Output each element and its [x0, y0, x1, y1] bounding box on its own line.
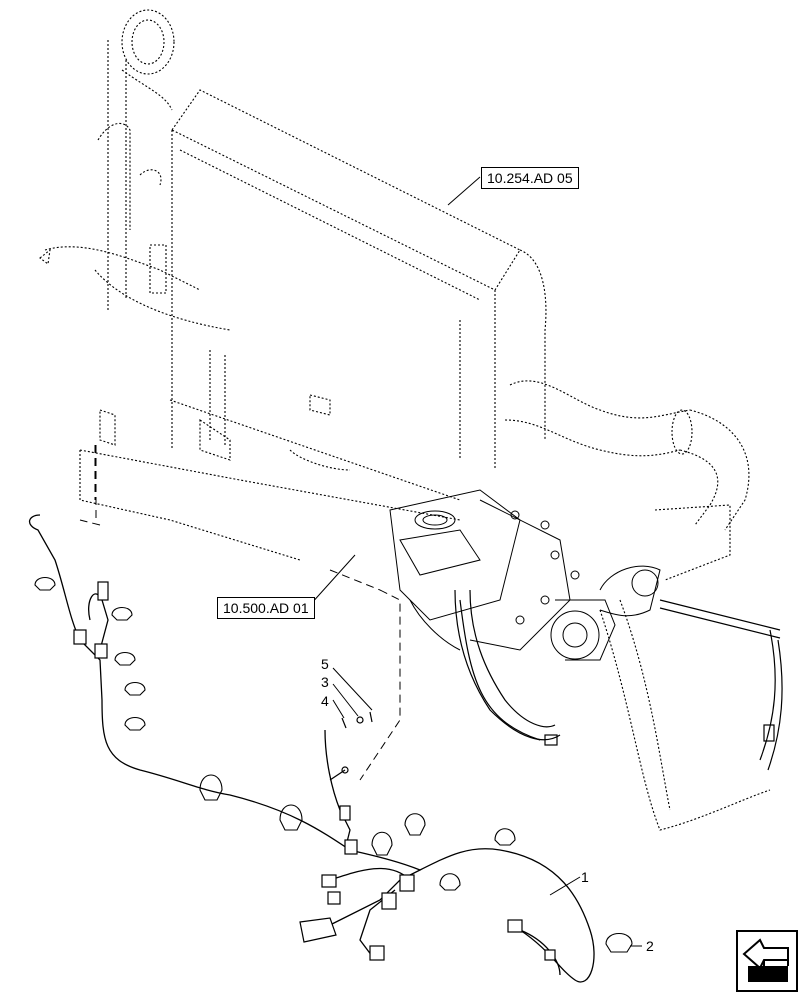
- harness-clamps: [34, 576, 633, 953]
- cooling-package: [139, 89, 547, 470]
- callout-item-5: 5: [321, 656, 329, 672]
- callout-item-3: 3: [321, 674, 329, 690]
- leader-lines: [309, 176, 642, 947]
- hydraulic-pump: [389, 489, 661, 661]
- hydraulic-reference-label[interactable]: 10.500.AD 01: [217, 597, 315, 619]
- guide-lines: [79, 445, 401, 781]
- hydraulic-hoses: [454, 589, 783, 771]
- wiring-harness: [28, 514, 595, 983]
- callout-item-4: 4: [321, 693, 329, 709]
- harness-connectors: [73, 581, 556, 961]
- frame-reference-label[interactable]: 10.254.AD 05: [481, 167, 579, 189]
- intake-tube: [504, 380, 771, 831]
- previous-page-arrow-icon[interactable]: [736, 930, 798, 992]
- callout-item-2: 2: [646, 938, 654, 954]
- fastener-hardware: [329, 711, 373, 781]
- callout-item-1: 1: [581, 869, 589, 885]
- exhaust-stack: [39, 9, 231, 331]
- frame-rails: [79, 350, 461, 561]
